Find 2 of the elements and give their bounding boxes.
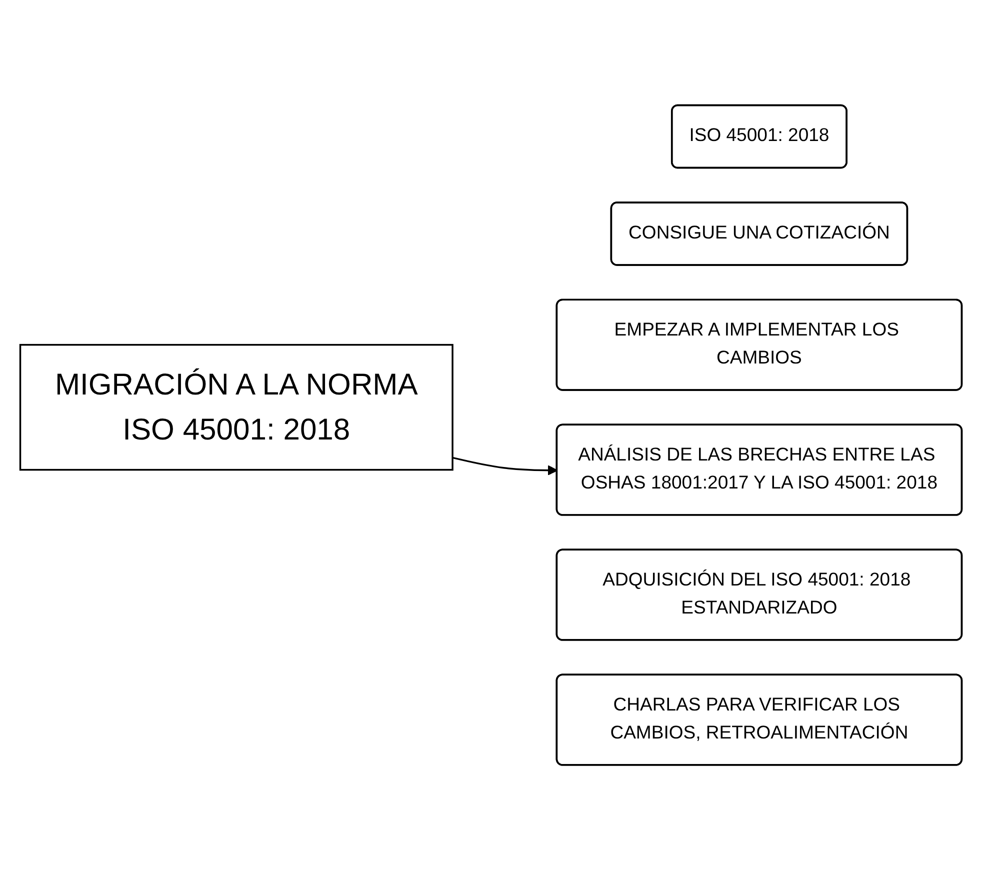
arrow [452,456,558,476]
node-box: MIGRACIÓN A LA NORMA ISO 45001: 2018 [19,344,454,471]
